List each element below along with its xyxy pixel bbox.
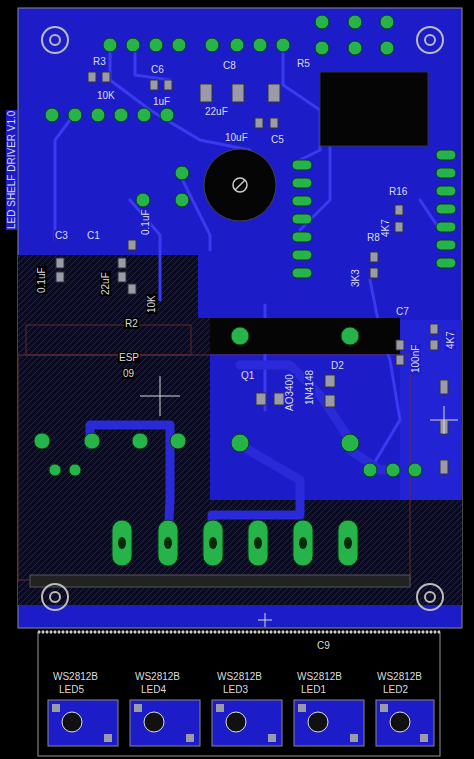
part-label: 0.1uF: [36, 266, 47, 294]
part-name: LED3: [222, 684, 249, 695]
part-label: R3: [92, 56, 107, 67]
part-label: ESP: [118, 352, 140, 363]
part-label: 0.1uF: [140, 208, 151, 236]
part-label: C7: [395, 306, 410, 317]
part-label: 10K: [96, 90, 116, 101]
part-label: C9: [316, 640, 331, 651]
board-title: LED SHELF DRIVER V1.0: [6, 110, 17, 230]
part-name: WS2812B: [296, 671, 343, 682]
part-name: LED2: [382, 684, 409, 695]
part-label: 22uF: [204, 106, 229, 117]
part-name: WS2812B: [134, 671, 181, 682]
part-label: D2: [330, 360, 345, 371]
part-label: C6: [150, 64, 165, 75]
part-label: 1N4148: [304, 369, 315, 406]
part-label: 22uF: [100, 271, 111, 296]
part-name: LED5: [58, 684, 85, 695]
part-label: Q1: [240, 370, 255, 381]
part-label: R2: [124, 318, 139, 329]
part-label: 09: [122, 368, 135, 379]
part-label: 3K3: [350, 268, 361, 288]
part-label: 100nF: [410, 344, 421, 374]
part-label: AO3400: [284, 373, 295, 412]
part-label: 4K7: [445, 330, 456, 350]
part-label: C1: [86, 230, 101, 241]
part-label: C3: [54, 230, 69, 241]
part-name: LED1: [300, 684, 327, 695]
part-label: R16: [388, 186, 408, 197]
part-label: C5: [270, 134, 285, 145]
part-label: 1uF: [152, 96, 171, 107]
part-name: WS2812B: [216, 671, 263, 682]
part-label: 10uF: [224, 132, 249, 143]
part-label: R8: [366, 232, 381, 243]
part-label: C8: [222, 60, 237, 71]
part-name: WS2812B: [52, 671, 99, 682]
part-name: LED4: [140, 684, 167, 695]
part-label: R5: [296, 58, 311, 69]
part-label: 10K: [146, 294, 157, 314]
part-label: 4K7: [380, 218, 391, 238]
part-name: WS2812B: [376, 671, 423, 682]
